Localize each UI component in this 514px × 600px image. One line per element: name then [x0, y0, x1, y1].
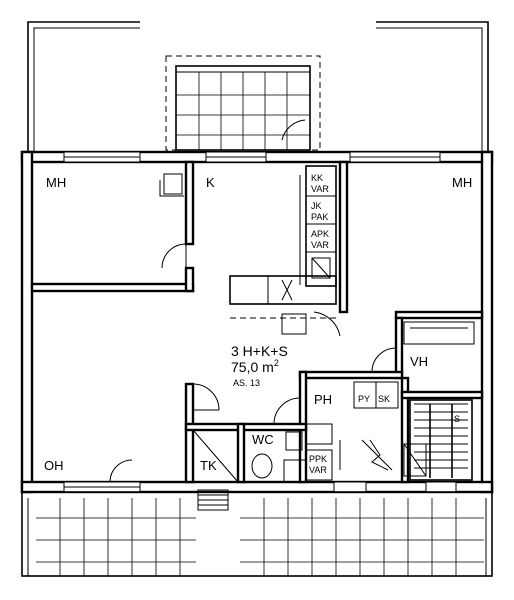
- bottom-terrace: [21, 491, 493, 577]
- sauna-bench: [409, 399, 473, 481]
- cabinet-label-kk-var: VAR: [311, 184, 329, 194]
- cabinet-label-ppk: PPK: [309, 454, 327, 464]
- room-label-wc: WC: [252, 432, 274, 447]
- kitchen-cabinets: [229, 165, 337, 335]
- cabinet-label-apk: APK: [311, 229, 329, 239]
- bath-fixtures: [192, 429, 307, 511]
- room-label-sk: SK: [378, 394, 390, 404]
- room-label-mh-left: MH: [46, 175, 66, 190]
- room-label-s: S: [454, 414, 460, 424]
- room-label-kitchen: K: [206, 175, 215, 190]
- top-left-balcony: [27, 21, 140, 152]
- cabinet-label-jk: JK: [311, 201, 322, 211]
- top-right-balcony: [376, 21, 489, 152]
- walk-in-closet: [403, 321, 475, 345]
- room-label-ph: PH: [314, 392, 332, 407]
- interior-walls: [30, 160, 484, 484]
- room-label-vh: VH: [410, 354, 428, 369]
- apartment-area-value: 75,0 m: [231, 359, 274, 375]
- cabinet-label-ppk-var: VAR: [309, 465, 327, 475]
- room-label-mh-right: MH: [452, 175, 472, 190]
- doors: [109, 173, 397, 483]
- room-label-oh: OH: [44, 458, 64, 473]
- apartment-number: AS. 13: [233, 378, 260, 388]
- cabinet-label-jk-pak: PAK: [311, 212, 328, 222]
- cabinet-label-kk: KK: [311, 173, 323, 183]
- apartment-area-sup: 2: [274, 358, 279, 368]
- top-windows: [63, 151, 441, 163]
- top-terrace: [165, 55, 321, 151]
- room-label-tk: TK: [200, 458, 217, 473]
- bottom-windows: [63, 481, 457, 493]
- apartment-area: 75,0 m2: [231, 358, 279, 375]
- room-label-py: PY: [358, 394, 370, 404]
- apartment-type: 3 H+K+S: [231, 343, 288, 359]
- cabinet-label-apk-var: VAR: [311, 240, 329, 250]
